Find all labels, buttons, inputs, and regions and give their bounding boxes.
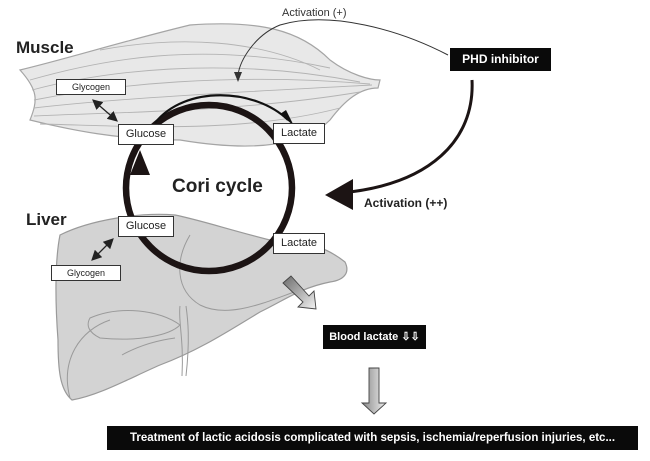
cori-cycle-ring bbox=[122, 101, 296, 275]
muscle-lactate-box: Lactate bbox=[273, 123, 325, 144]
liver-glycogen-glucose-arrow bbox=[91, 238, 114, 261]
muscle-glucose-box: Glucose bbox=[118, 124, 174, 145]
blood-lactate-box: Blood lactate ⇩⇩ bbox=[323, 325, 426, 349]
cori-cycle-title: Cori cycle bbox=[172, 176, 263, 197]
activation-strong-arrow bbox=[339, 79, 474, 195]
liver-glycogen-box: Glycogen bbox=[51, 265, 121, 281]
liver-glucose-box: Glucose bbox=[118, 216, 174, 237]
muscle-glycogen-box: Glycogen bbox=[56, 79, 126, 95]
liver-lactate-box: Lactate bbox=[273, 233, 325, 254]
phd-inhibitor-box: PHD inhibitor bbox=[450, 48, 551, 71]
treatment-box: Treatment of lactic acidosis complicated… bbox=[107, 426, 638, 450]
liver-label: Liver bbox=[26, 210, 67, 229]
cycle-arrowhead-up bbox=[130, 150, 150, 175]
muscle-label: Muscle bbox=[16, 38, 74, 57]
blood-arrow bbox=[282, 275, 317, 310]
liver-shape bbox=[55, 213, 348, 401]
activation-strong-label: Activation (++) bbox=[364, 196, 448, 210]
activation-weak-label: Activation (+) bbox=[282, 7, 347, 19]
treatment-arrow bbox=[360, 367, 388, 415]
muscle-glycolysis-arrow bbox=[154, 94, 289, 124]
activation-weak-arrow bbox=[237, 19, 449, 76]
muscle-glycogen-glucose-arrow bbox=[92, 99, 118, 122]
liver-illustration bbox=[55, 213, 348, 401]
